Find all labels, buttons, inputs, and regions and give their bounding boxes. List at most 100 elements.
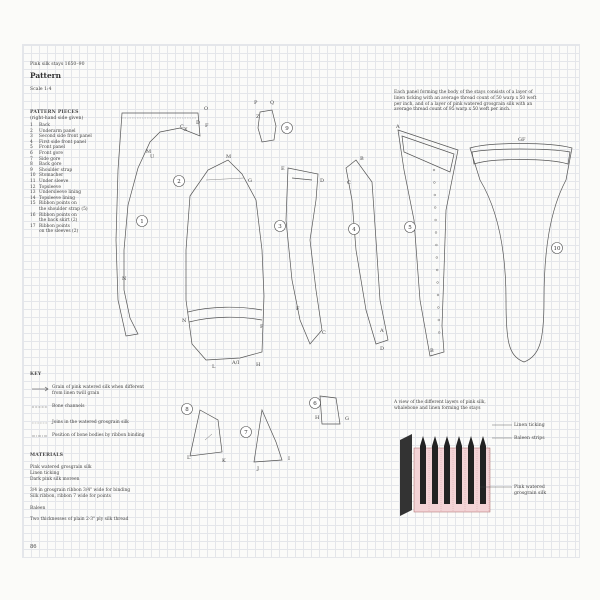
eyelet-mark [434,206,437,209]
pattern-point-label: X [184,127,188,133]
key-item-label: Grain of pink watered silk when differen… [52,385,145,396]
pattern-point-label: G [248,178,252,184]
piece-label: Second side front panel [39,134,92,140]
key-swatches [32,386,49,437]
pattern-point-label: H [315,415,320,421]
piece-number: 4 [30,139,33,145]
baleen-strip [480,436,486,504]
eyelet-mark [438,331,441,334]
pattern-point-label: K [222,458,226,464]
piece-list-item: 4 First side front panel [30,140,100,146]
piece-number: 11 [30,178,36,184]
pattern-point-label: H [256,362,261,368]
piece-9-shoulder-strap [257,109,277,143]
pattern-point-label: D [196,120,200,126]
piece-number: 17 [30,223,36,229]
pattern-point-label: M [146,149,151,155]
material-line: Pink watered grosgrain silk [30,465,92,470]
piece-number-text: 6 [313,401,317,407]
piece-number-text: 3 [278,224,282,230]
pattern-point-label: C [347,180,351,186]
eyelet-mark [432,168,436,172]
piece-number: 6 [30,150,33,156]
pattern-title: Pattern [30,71,61,80]
piece-label: Topsleeve [39,184,61,190]
piece-label: the back skirt (2) [39,218,78,224]
pattern-scale: Scale 1:4 [30,87,52,92]
eyelet-mark [435,256,438,259]
piece-label: Ribbon points on [39,201,77,207]
piece-label: Front gore [39,150,63,156]
piece-number: 9 [30,167,33,173]
piece-number-circle: 10 [551,242,563,254]
piece-list-item: the shoulder strap (5) [30,207,100,213]
pattern-point-label: Q [270,100,274,106]
piece-number-text: 9 [285,126,289,132]
piece-label: First side front panel [39,139,87,145]
baleen-strip [444,436,450,504]
pattern-point-label: N [122,276,127,282]
eyelet-mark [435,243,438,247]
eyelet-mark [436,281,439,284]
piece-label: Under sleeve [39,178,69,184]
piece-label: Stomacher [39,173,64,179]
eyelet-mark [436,268,439,272]
piece-label: Ribbon points [39,223,70,229]
pattern-point-label: I [288,456,290,462]
pattern-point-label: B [360,156,364,162]
piece-number: 2 [30,128,33,134]
piece-number-text: 8 [185,407,189,413]
pattern-point-label: G [345,416,349,422]
eyelet-mark [434,231,438,234]
eyelet-mark [437,318,440,322]
piece-number-text: 2 [177,179,181,185]
pattern-point-label: GF [518,137,526,143]
piece-number-text: 10 [554,246,561,252]
material-line: Baleen [30,505,46,511]
piece-list-item: the back skirt (2) [30,218,100,224]
layers-illustration [400,424,512,516]
pattern-point-label: M [226,154,231,160]
pattern-point-label: B [430,348,434,354]
piece-number: 1 [30,123,33,128]
piece-number-text: 7 [244,430,248,436]
piece-number: 10 [30,173,36,179]
pattern-point-label: F [260,324,264,330]
piece-number: 15 [30,201,36,207]
piece-label: on the sleeves (2) [39,229,79,235]
layer-label-linen: Linen ticking [514,423,545,428]
pattern-point-label: J [256,466,259,472]
pattern-point-label: C [322,330,326,336]
piece-10-stomacher [469,143,573,363]
pieces-subheading: (right-hand side given) [30,116,84,121]
material-line: Silk ribbon, ribbon 7 wide for points [30,493,111,499]
layer-label-baleen: Baleen strips [514,436,545,441]
page-number: 86 [30,544,37,550]
piece-3-second-side-front [285,167,323,345]
piece-label: Topsleeve lining [39,195,76,201]
piece-number: 8 [30,162,33,168]
piece-number: 12 [30,184,36,190]
piece-number-text: 1 [140,219,144,225]
piece-6-front-gore [189,409,223,457]
eyelet-mark [433,181,436,184]
layer-label-silk: Pink watered grosgrain silk [514,485,547,496]
eyelet-mark [433,193,436,197]
pattern-point-label: P [254,100,258,106]
piece-number-circle: 1 [136,215,148,227]
piece-number-circle: 9 [281,122,293,134]
pattern-point-label: A [379,328,384,334]
pattern-point-label: U [150,154,154,160]
baleen-strip [432,436,438,504]
